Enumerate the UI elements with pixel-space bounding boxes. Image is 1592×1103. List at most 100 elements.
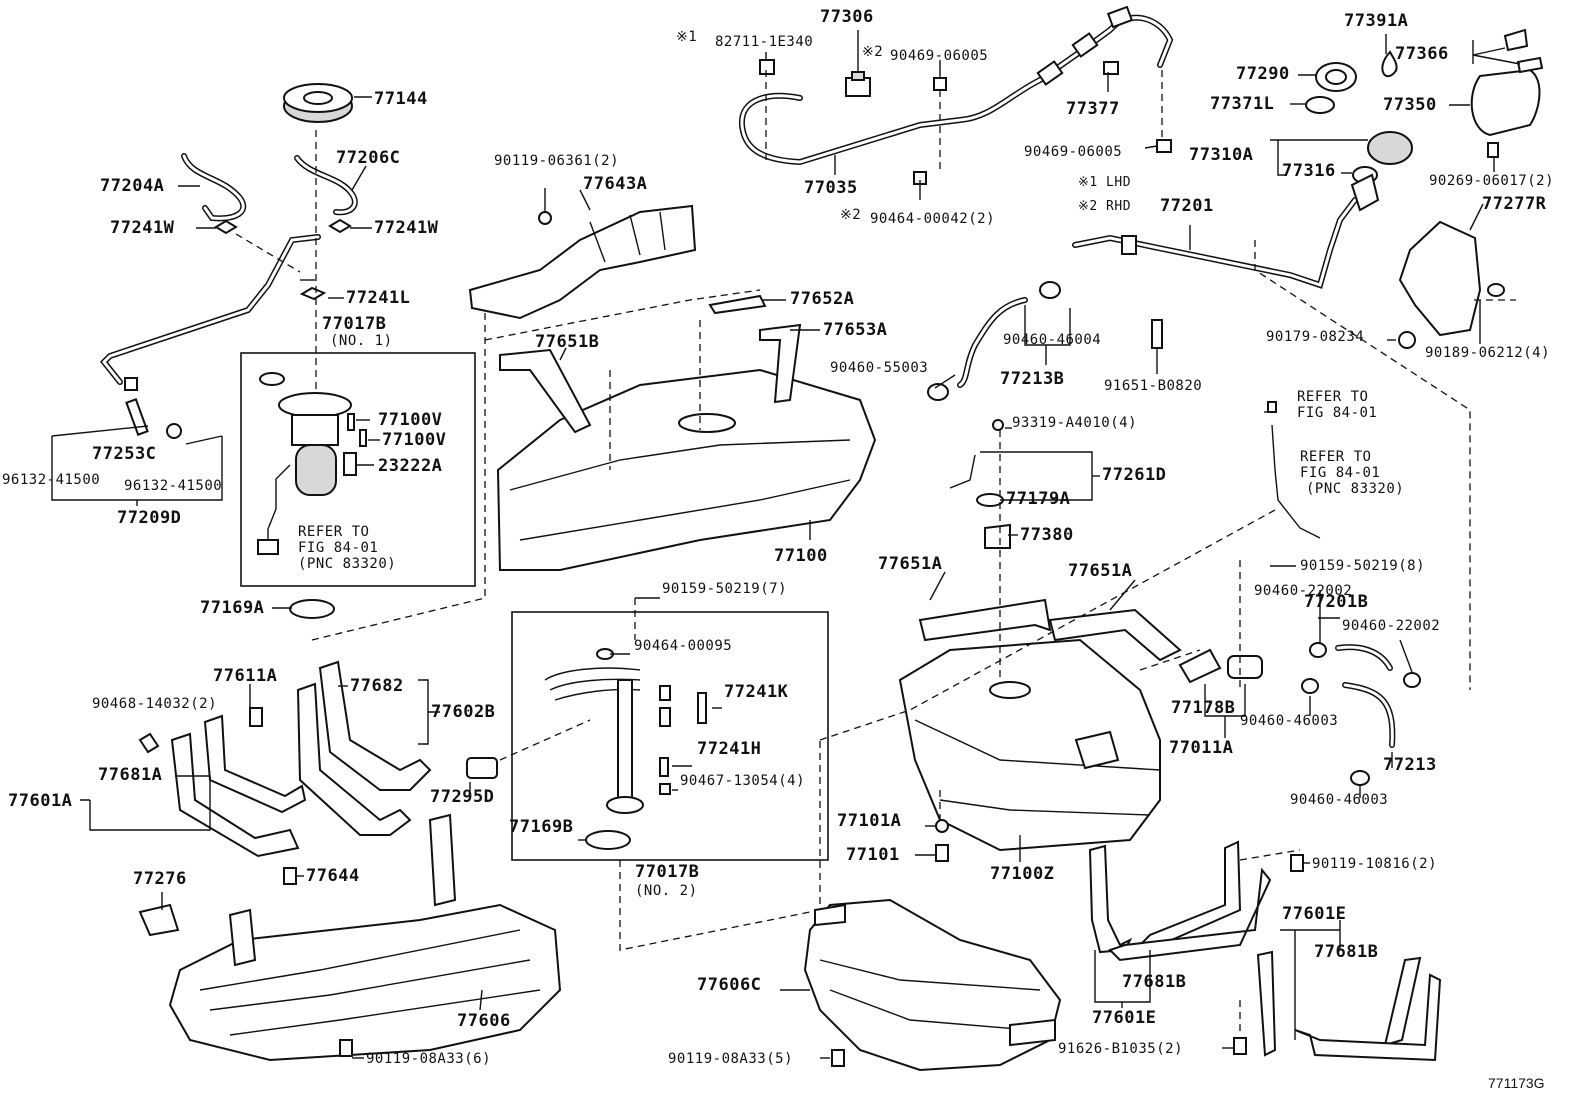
label-96132-a: 96132-41500 [2,472,101,488]
label-90269: 90269-06017(2) [1429,173,1555,189]
pump-assembly-box-no1 [240,352,476,587]
fuel-pump-77017B-no1 [257,372,367,555]
label-77213B: 77213B [1000,369,1065,389]
label-77606: 77606 [457,1011,511,1031]
label-77241H: 77241H [697,739,762,759]
pump-assembly-box-no2 [511,611,829,861]
hose-77201B-77213 [1335,644,1396,748]
label-77290: 77290 [1236,64,1290,84]
label-77241L: 77241L [346,288,411,308]
label-77601A: 77601A [8,791,73,811]
refer-a-line1: REFER TO [298,524,370,540]
label-90119-08A33-5: 90119-08A33(5) [668,1051,794,1067]
label-77601E-right: 77601E [1282,904,1347,924]
label-90469-06005-right: 90469-06005 [1024,144,1123,160]
label-90159-50219-8: 90159-50219(8) [1300,558,1426,574]
breather-pipe-77206C [294,155,367,216]
washer-77101A [935,819,949,833]
label-77277R: 77277R [1482,194,1547,214]
label-77606C: 77606C [697,975,762,995]
label-77100V-a: 77100V [378,410,443,430]
label-77295D: 77295D [430,787,495,807]
label-77651A-left: 77651A [878,554,943,574]
label-77201: 77201 [1160,196,1214,216]
vent-tube-77035 [738,5,1174,166]
bracket-77276 [138,903,180,937]
label-91626: 91626-B1035(2) [1058,1041,1184,1057]
label-77644: 77644 [306,866,360,886]
gasket-77169A [289,599,335,619]
label-77100V-b: 77100V [382,430,447,450]
label-77253C: 77253C [92,444,157,464]
label-90460-46003-a: 90460-46003 [1240,713,1339,729]
label-90464-00042: 90464-00042(2) [870,211,996,227]
label-93319: 93319-A4010(4) [1012,415,1138,431]
label-90119-10816: 90119-10816(2) [1312,856,1438,872]
label-91651: 91651-B0820 [1104,378,1203,394]
breather-pipe-77204A [181,153,247,222]
filler-pipe-77201 [1072,173,1380,289]
label-77100Z: 77100Z [990,864,1055,884]
label-77681B-right: 77681B [1314,942,1379,962]
label-90460-22002-b: 90460-22002 [1342,618,1441,634]
refer-b-line2: FIG 84-01 [1297,405,1378,421]
label-90464-00095: 90464-00095 [634,638,733,654]
label-90460-46003-b: 90460-46003 [1290,792,1389,808]
label-77204A: 77204A [100,176,165,196]
label-90460-55003: 90460-55003 [830,360,929,376]
label-77179A: 77179A [1006,489,1071,509]
label-77651B: 77651B [535,332,600,352]
label-77201B: 77201B [1304,592,1369,612]
label-90468: 90468-14032(2) [92,696,218,712]
fuel-line-assembly [99,234,321,439]
bands-77601E-left [1088,840,1272,962]
label-77213: 77213 [1383,755,1437,775]
label-77310A: 77310A [1189,145,1254,165]
refer-c-line1: REFER TO [1300,449,1372,465]
label-90119-06361: 90119-06361(2) [494,153,620,169]
grommet-90469 [933,77,947,91]
sender-gauge-77261D [949,419,1011,549]
label-77241K: 77241K [724,682,789,702]
label-77391A: 77391A [1344,11,1409,31]
label-77366: 77366 [1395,44,1449,64]
label-77169B: 77169B [509,817,574,837]
refer-a-line2: FIG 84-01 [298,540,379,556]
protector-77606 [168,813,562,1062]
note-rhd: ※2 RHD [1078,199,1132,214]
nut-90179 [1398,331,1416,349]
fuel-tank-77100 [496,294,877,571]
leader-lines [51,30,1521,1059]
label-90469-06005-top: 90469-06005 [890,48,989,64]
bolt-91626 [1233,1037,1247,1055]
gasket-77169B [585,830,631,850]
label-77017B-no2: 77017B [635,862,700,882]
lock-ring-77144 [283,83,372,123]
label-77017B-no2-sub: (NO. 2) [635,883,698,899]
protector-77643A [468,204,697,320]
label-96132-b: 96132-41500 [124,478,223,494]
clips-77241 [214,218,352,301]
label-77316: 77316 [1282,161,1336,181]
label-90469-mark: ※2 [862,44,884,60]
label-77178B: 77178B [1171,698,1236,718]
label-77276: 77276 [133,869,187,889]
label-77350: 77350 [1383,95,1437,115]
clip-77377 [1103,61,1119,75]
label-77011A: 77011A [1169,738,1234,758]
label-77377: 77377 [1066,99,1120,119]
label-77371L: 77371L [1210,94,1275,114]
valve-77306 [845,71,871,97]
label-77601E-left: 77601E [1092,1008,1157,1028]
label-77681B-left: 77681B [1122,972,1187,992]
label-77682: 77682 [350,676,404,696]
bolt-90119-08A33-6 [339,1039,353,1057]
label-77017B-no1: 77017B [322,314,387,334]
label-90464-mark: ※2 [840,207,862,223]
label-90467: 90467-13054(4) [680,773,806,789]
bolt-90468 [249,707,263,727]
label-90460-22002-a: 90460-22002 [1254,583,1353,599]
bands-77602B [296,660,432,836]
